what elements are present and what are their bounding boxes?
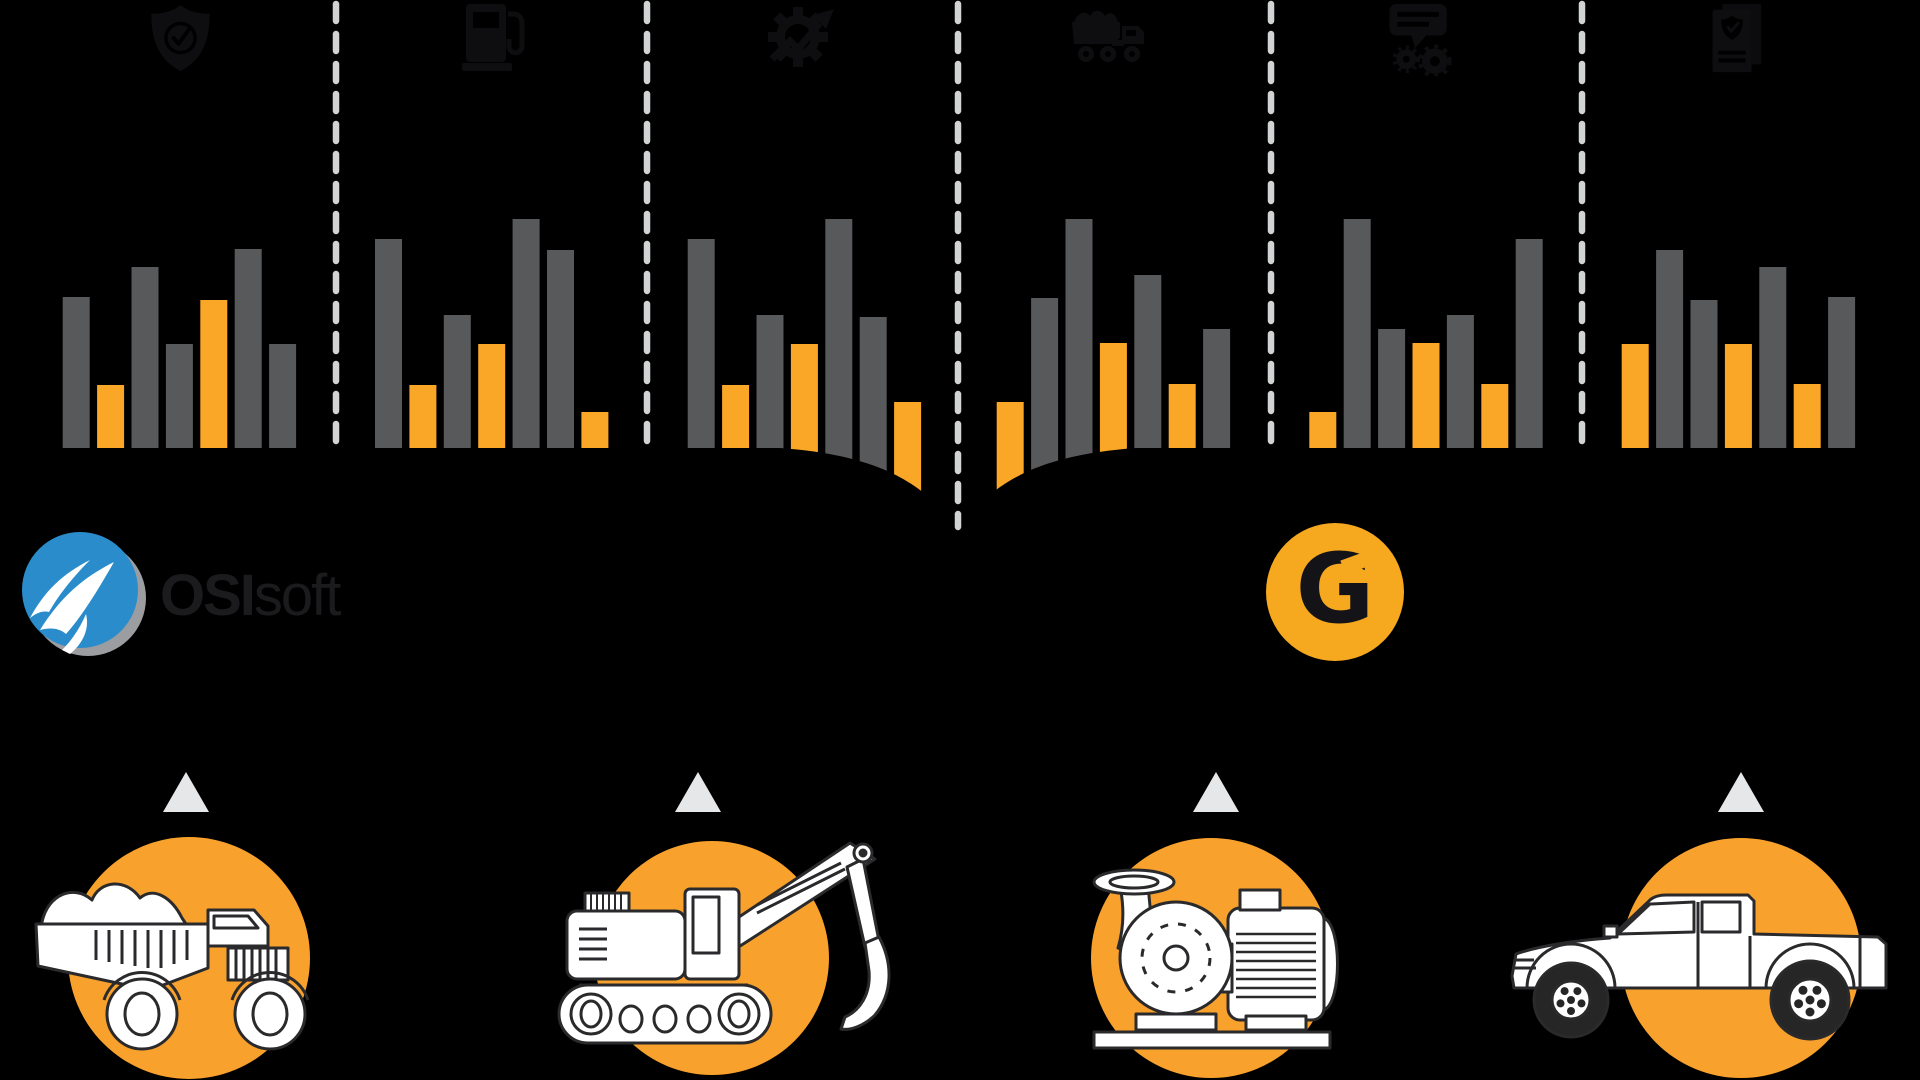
bar-group2-2 (409, 385, 437, 530)
bar-group6-7 (1828, 297, 1856, 530)
bar-group4-6 (1168, 384, 1196, 530)
bar-group3-3 (756, 315, 784, 530)
pointer-triangle-2 (675, 772, 721, 812)
bar-group5-3 (1378, 329, 1406, 530)
bar-group3-2 (722, 385, 750, 530)
bar-group6-2 (1656, 250, 1684, 530)
shield-check-icon (148, 3, 213, 73)
osisoft-wordmark-bold: OSI (160, 563, 256, 628)
bar-group4-3 (1065, 219, 1093, 530)
pointer-triangle-3 (1193, 772, 1239, 812)
bar-group3-4 (790, 344, 818, 530)
bar-group1-6 (234, 249, 262, 530)
tracked-excavator-illustration (545, 833, 897, 1080)
osisoft-logo: OSIsoft (10, 528, 370, 660)
bar-group2-4 (478, 344, 506, 530)
bar-chart (62, 0, 1856, 531)
bar-group2-3 (443, 315, 471, 530)
bar-group3-7 (894, 402, 922, 530)
bar-group3-1 (687, 239, 715, 530)
bar-group2-5 (512, 219, 540, 530)
osisoft-wordmark-light: soft (253, 563, 341, 628)
fuel-pump-icon (462, 2, 526, 74)
pointer-triangle-1 (163, 772, 209, 812)
pointer-triangle-4 (1718, 772, 1764, 812)
bar-group1-2 (97, 385, 125, 530)
bar-group6-5 (1759, 267, 1787, 530)
industrial-pump-illustration (1078, 856, 1362, 1064)
osisoft-wordmark: OSIsoft (160, 562, 341, 629)
dump-truck-icon (1068, 6, 1160, 66)
bar-group2-1 (375, 239, 402, 530)
bar-group4-4 (1099, 343, 1127, 530)
bar-group4-7 (1203, 329, 1231, 530)
bar-group2-6 (547, 250, 574, 530)
compliance-document-shield-icon (1704, 2, 1766, 76)
gear-performance-arrow-icon (766, 3, 836, 67)
bar-group5-5 (1446, 315, 1474, 530)
bar-group1-4 (165, 344, 193, 530)
bar-group3-5 (825, 219, 853, 530)
bar-group3-6 (859, 317, 887, 530)
bar-group1-7 (269, 344, 297, 530)
bar-group6-1 (1621, 344, 1649, 530)
bar-group1-5 (200, 300, 228, 530)
bar-group5-6 (1481, 384, 1509, 530)
bar-group6-6 (1793, 384, 1821, 530)
bar-group5-1 (1309, 412, 1337, 530)
bar-group2-7 (581, 412, 609, 530)
grainger-logo: G (1266, 523, 1404, 661)
bar-group4-2 (1031, 298, 1059, 530)
bar-group6-3 (1690, 300, 1718, 530)
pickup-truck-illustration (1498, 876, 1902, 1056)
bar-group6-4 (1724, 344, 1752, 530)
bar-group4-5 (1134, 275, 1162, 530)
bar-group4-1 (996, 402, 1024, 530)
bar-group1-3 (131, 267, 159, 530)
mining-dump-truck-illustration (30, 868, 330, 1058)
bar-group5-2 (1343, 219, 1371, 530)
support-chat-gears-icon (1383, 2, 1463, 76)
bar-group5-7 (1515, 239, 1543, 530)
bar-group5-4 (1412, 343, 1440, 530)
osisoft-swoosh-mark (22, 532, 146, 656)
bar-group1-1 (62, 297, 90, 530)
